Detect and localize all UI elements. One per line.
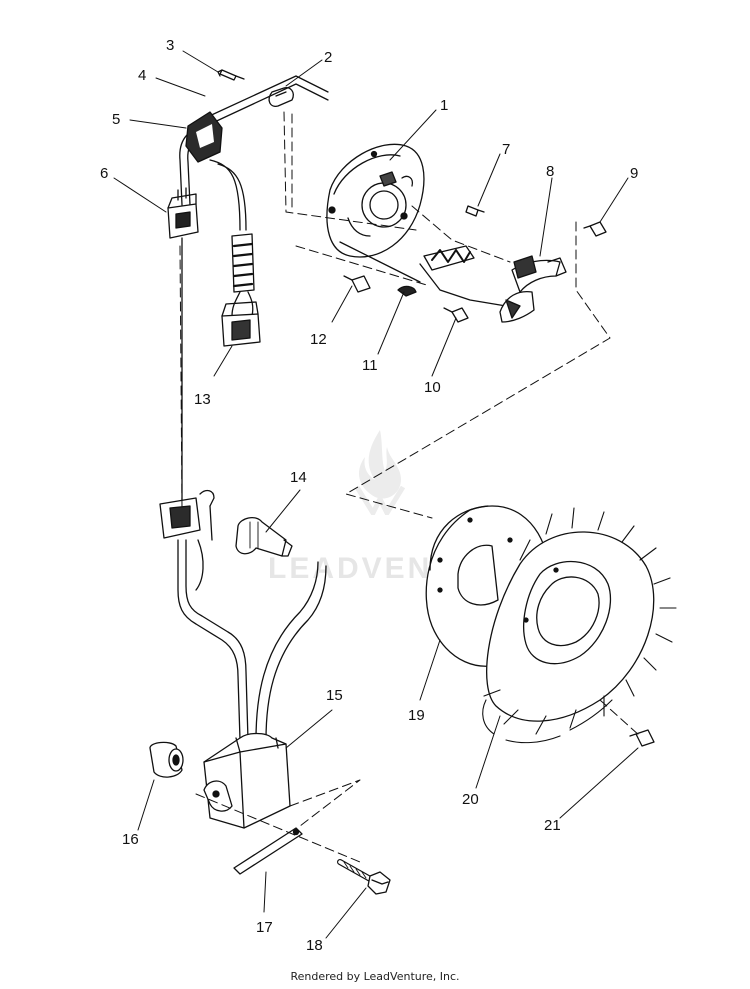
callout-18: 18	[306, 937, 323, 954]
screw-10	[443, 307, 469, 323]
footer-credit: Rendered by LeadVenture, Inc.	[290, 970, 460, 983]
callout-21: 21	[544, 817, 561, 834]
callout-8: 8	[546, 163, 554, 180]
pulser-coil	[499, 255, 567, 323]
screw-7	[465, 205, 485, 217]
wire-loom-coil	[231, 233, 255, 317]
callout-15: 15	[326, 687, 343, 704]
coil-spacer	[149, 741, 184, 778]
ground-strap	[233, 827, 303, 875]
coil-bolt	[337, 859, 391, 895]
ignition-coil	[203, 732, 291, 829]
callout-14: 14	[290, 469, 307, 486]
harness-connector-13	[221, 301, 261, 347]
callout-9: 9	[630, 165, 638, 182]
lower-connector	[159, 489, 215, 541]
leadventure-watermark-logo	[354, 430, 406, 515]
callout-6: 6	[100, 165, 108, 182]
callout-20: 20	[462, 791, 479, 808]
callout-13: 13	[194, 391, 211, 408]
lower-wire-harness	[177, 539, 327, 741]
callout-1: 1	[440, 97, 448, 114]
stator-plate	[326, 143, 425, 258]
callout-10: 10	[424, 379, 441, 396]
callout-17: 17	[256, 919, 273, 936]
exciter-coil	[339, 241, 507, 307]
harness-grommet	[185, 111, 223, 163]
callout-11: 11	[362, 357, 378, 374]
callout-3: 3	[166, 37, 174, 54]
clamp-screw	[217, 69, 245, 81]
callout-2: 2	[324, 49, 332, 66]
callout-leaders	[113, 50, 639, 939]
callout-16: 16	[122, 831, 139, 848]
alignment-lines	[179, 111, 641, 863]
screw-9	[583, 221, 607, 237]
callout-4: 4	[138, 67, 146, 84]
harness-connector-6	[167, 187, 199, 239]
callout-5: 5	[112, 111, 120, 128]
callout-7: 7	[502, 141, 510, 158]
wire-clamp	[268, 86, 294, 107]
callout-12: 12	[310, 331, 327, 348]
cooling-fan	[482, 507, 677, 744]
callout-19: 19	[408, 707, 425, 724]
fan-screw	[629, 729, 655, 747]
spark-plug-cap	[235, 516, 293, 557]
screw-12	[343, 275, 371, 293]
